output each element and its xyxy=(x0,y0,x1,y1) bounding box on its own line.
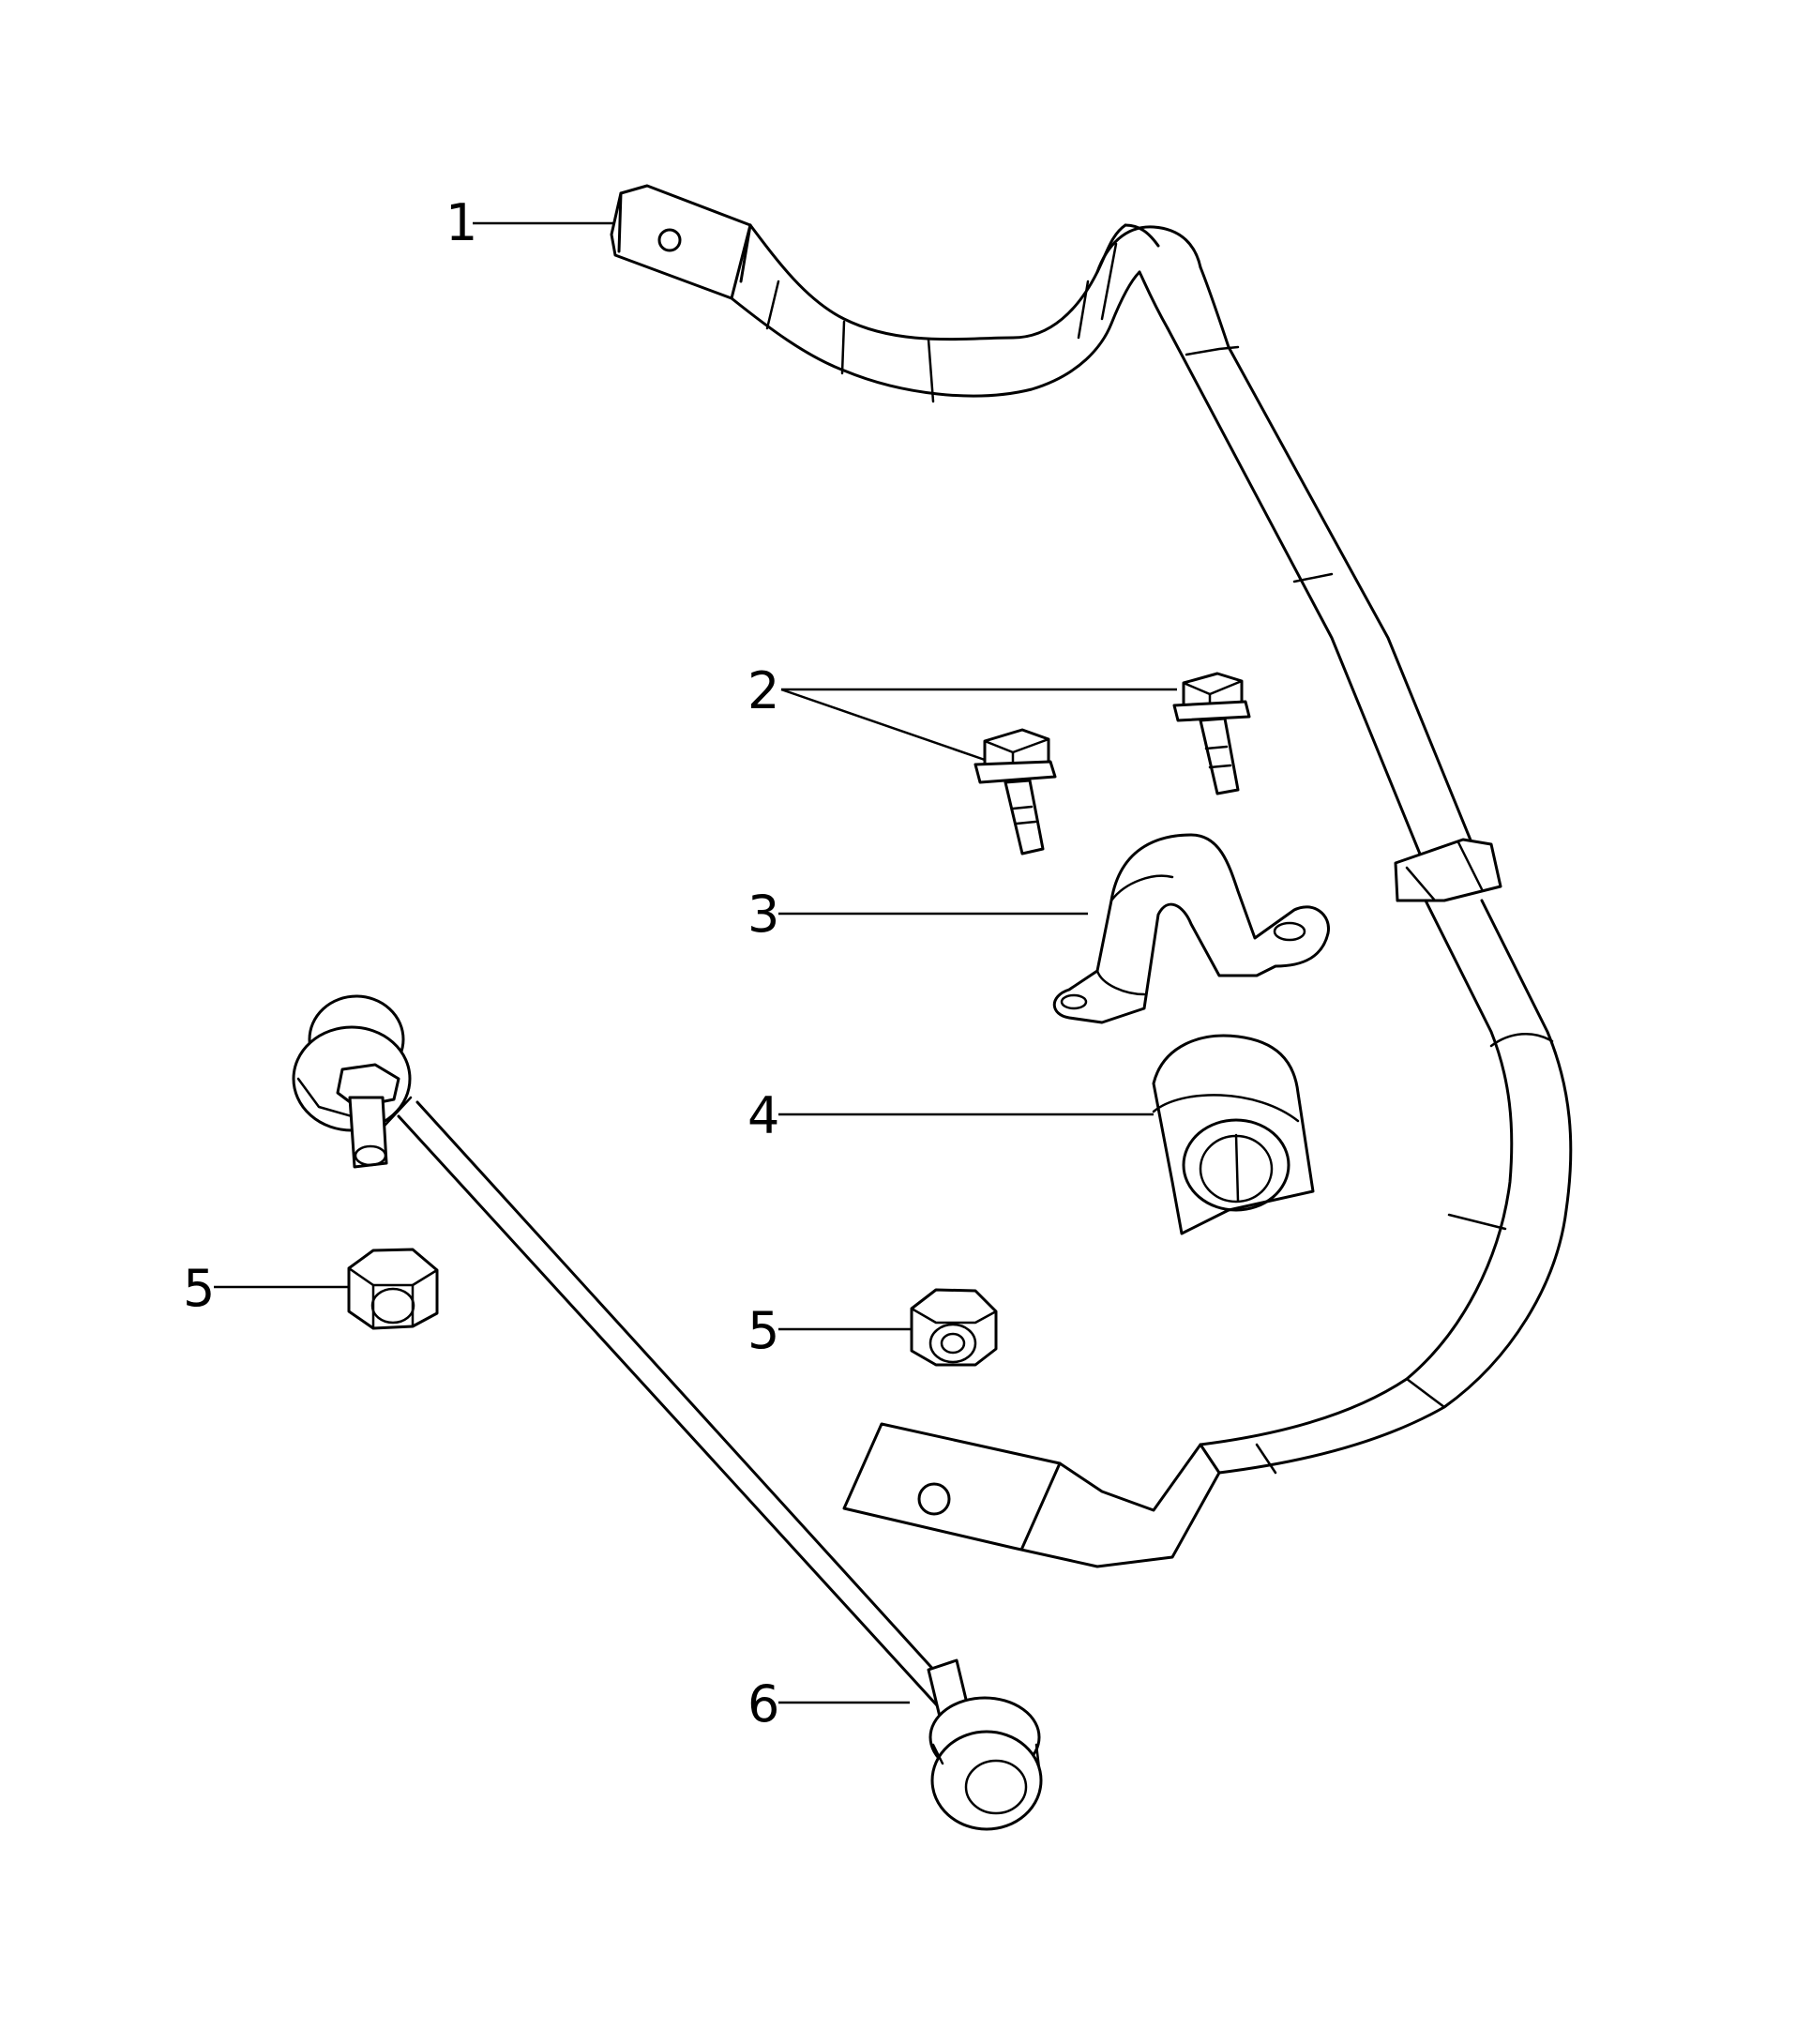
leader-lines xyxy=(214,221,1177,1704)
callout-3: 3 xyxy=(747,885,779,944)
bolt-right xyxy=(1172,672,1251,795)
nut-left xyxy=(347,1248,439,1330)
callout-4: 4 xyxy=(747,1086,779,1145)
callout-6: 6 xyxy=(747,1674,779,1734)
callout-numbers: 1 2 3 4 5 5 6 xyxy=(183,193,779,1734)
stabilizer-bar xyxy=(610,184,1573,1568)
leader-2a xyxy=(780,688,986,762)
callout-1: 1 xyxy=(445,193,477,252)
callout-5-right: 5 xyxy=(747,1301,779,1360)
stabilizer-link xyxy=(292,994,1043,1831)
bolt-left xyxy=(973,728,1057,855)
callout-5-left: 5 xyxy=(183,1259,215,1318)
nut-right xyxy=(910,1288,998,1367)
callout-2: 2 xyxy=(747,661,779,720)
bushing-retainer xyxy=(1052,833,1330,1024)
bushing xyxy=(1152,1034,1315,1235)
